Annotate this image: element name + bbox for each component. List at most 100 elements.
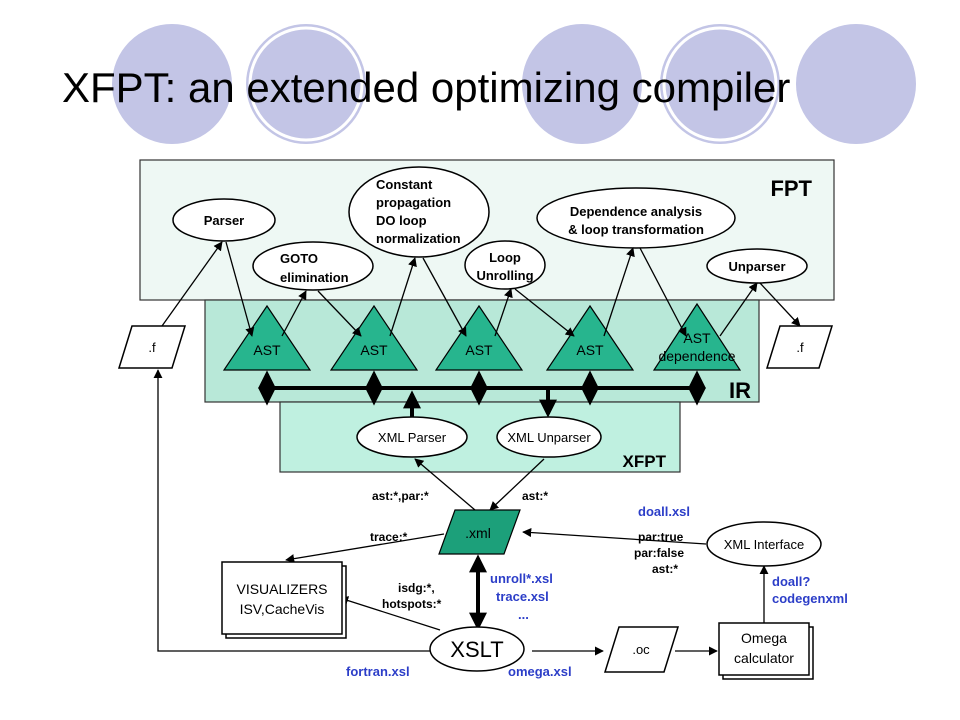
constant-label: Constant: [376, 177, 433, 192]
input-f-file: [117, 325, 187, 369]
label-ast-only: ast:*: [522, 489, 548, 503]
dependence-label: & loop transformation: [568, 222, 704, 237]
constant-propagation-node: [348, 166, 490, 258]
ir-label: IR: [729, 378, 751, 403]
input-f-label: .f: [148, 340, 156, 355]
xslt-label: XSLT: [450, 637, 503, 662]
fpt-arrows: [161, 241, 801, 337]
arrow-xml-interface-to-xml: [522, 527, 707, 545]
xml-interface-label: XML Interface: [724, 537, 804, 552]
label-isdg: hotspots:*: [382, 597, 442, 611]
ast-label: AST: [360, 342, 388, 358]
edge-labels: ast:*,par:* ast:* trace:* isdg:*, hotspo…: [370, 489, 684, 611]
arrow-ast-to-constant: [389, 257, 417, 337]
dependence-analysis-node: [536, 187, 736, 249]
arrow-xslt-to-visualizers: [339, 596, 441, 631]
output-f-file: [765, 325, 834, 369]
label-unroll: unroll*.xsl: [490, 571, 553, 586]
goto-label: GOTO: [280, 251, 318, 266]
goto-elimination-node: [252, 241, 374, 291]
parser-label: Parser: [204, 213, 244, 228]
visualizers-label: VISUALIZERS: [236, 581, 327, 597]
label-unroll: trace.xsl: [496, 589, 549, 604]
decorative-circle-rings: [248, 26, 778, 142]
decorative-circles: [112, 24, 916, 144]
arrow-ast-to-dependence: [603, 247, 635, 337]
ast-label: AST: [576, 342, 604, 358]
omega-label: Omega: [741, 630, 787, 646]
label-doall-q: doall?: [772, 574, 810, 589]
xfpt-region: [279, 401, 681, 473]
ast-node: [222, 304, 312, 371]
ast-dependence-node: [652, 302, 742, 371]
unparser-label: Unparser: [728, 259, 785, 274]
xfpt-label: XFPT: [623, 452, 667, 471]
arrow-xml-to-visualizers: [285, 533, 445, 564]
xml-interface-node: [706, 521, 822, 567]
goto-label: elimination: [280, 270, 349, 285]
ast-dependence-label: AST: [683, 330, 711, 346]
label-trace: trace:*: [370, 530, 408, 544]
constant-label: propagation: [376, 195, 451, 210]
deco-circle: [796, 24, 916, 144]
ast-label: AST: [253, 342, 281, 358]
arrow-ast-to-unparser: [719, 282, 758, 337]
omega-label: calculator: [734, 650, 794, 666]
arrow-unparser-to-f: [759, 282, 801, 327]
ast-label: AST: [465, 342, 493, 358]
constant-label: DO loop: [376, 213, 427, 228]
label-ast-par: ast:*,par:*: [372, 489, 429, 503]
loop-label: Unrolling: [476, 268, 533, 283]
xml-unparser-label: XML Unparser: [507, 430, 591, 445]
label-par: ast:*: [652, 562, 678, 576]
ir-bus: [258, 370, 706, 422]
label-doall-q: codegenxml: [772, 591, 848, 606]
arrow-loop-to-ast: [514, 288, 575, 337]
arrow-dependence-to-ast: [639, 247, 687, 337]
arrow-xml-unparser-to-xml: [489, 458, 545, 511]
arrow-parser-to-ast: [225, 241, 255, 337]
arrow-f-to-parser: [161, 241, 223, 327]
output-f-label: .f: [796, 340, 804, 355]
label-fortran-xsl: fortran.xsl: [346, 664, 410, 679]
ast-node: [434, 304, 524, 371]
label-isdg: isdg:*,: [398, 581, 435, 595]
visualizers-label: ISV,CacheVis: [240, 601, 325, 617]
deco-circle: [660, 24, 780, 144]
fpt-label: FPT: [770, 176, 812, 201]
label-unroll: ...: [518, 607, 529, 622]
label-par: par:true: [638, 530, 684, 544]
arrow-xslt-to-input-f: [153, 369, 430, 652]
ast-node: [329, 304, 419, 371]
arrow-xml-to-xml-parser: [414, 458, 476, 511]
xml-parser-label: XML Parser: [378, 430, 447, 445]
xml-unparser-node: [496, 416, 602, 458]
constant-label: normalization: [376, 231, 461, 246]
label-doall-xsl: doall.xsl: [638, 504, 690, 519]
xslt-node: [429, 626, 525, 672]
arrow-goto-to-ast: [317, 290, 362, 337]
dependence-label: Dependence analysis: [570, 204, 702, 219]
xsl-labels: doall.xsl unroll*.xsl trace.xsl ... doal…: [346, 504, 848, 679]
slide-title: XFPT: an extended optimizing compiler: [62, 64, 791, 111]
lower-arrows: [153, 369, 769, 656]
oc-file: [603, 626, 680, 673]
omega-box: [718, 622, 810, 676]
label-omega-xsl: omega.xsl: [508, 664, 572, 679]
xml-file-label: .xml: [465, 525, 491, 541]
oc-file-label: .oc: [632, 642, 650, 657]
visualizers-box: [221, 561, 343, 635]
ast-node: [545, 304, 635, 371]
label-par: par:false: [634, 546, 684, 560]
deco-circle: [522, 24, 642, 144]
deco-circle: [112, 24, 232, 144]
loop-label: Loop: [489, 250, 521, 265]
arrow-ast-to-loop: [494, 288, 513, 337]
ast-dependence-label: dependence: [658, 348, 735, 364]
arrow-ast-to-goto: [281, 290, 307, 337]
parser-node: [172, 198, 276, 242]
arrow-constant-to-ast: [422, 257, 467, 337]
deco-circle: [246, 24, 366, 144]
